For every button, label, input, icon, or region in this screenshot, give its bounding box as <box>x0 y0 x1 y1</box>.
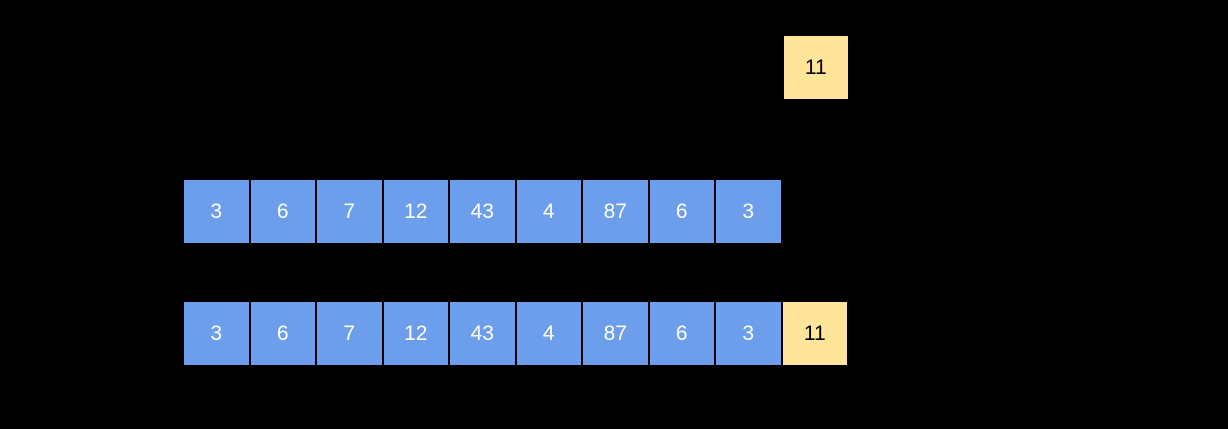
array-cell: 6 <box>648 179 715 244</box>
array-cell: 12 <box>382 179 449 244</box>
array-cell: 3 <box>715 179 782 244</box>
array-cell: 3 <box>183 179 250 244</box>
array-cell: 4 <box>515 301 582 366</box>
new-element-box: 11 <box>783 35 849 100</box>
array-cell: 3 <box>715 301 782 366</box>
array-cell: 43 <box>449 301 516 366</box>
appended-cell: 11 <box>781 301 848 366</box>
array-cell: 6 <box>249 179 316 244</box>
array-cell: 7 <box>316 179 383 244</box>
array-cell: 87 <box>582 301 649 366</box>
array-cell: 6 <box>249 301 316 366</box>
array-cell: 4 <box>515 179 582 244</box>
array-cell: 12 <box>382 301 449 366</box>
array-cell: 3 <box>183 301 250 366</box>
array-cell: 87 <box>582 179 649 244</box>
array-cell: 43 <box>449 179 516 244</box>
array-cell: 6 <box>648 301 715 366</box>
array-cell: 7 <box>316 301 383 366</box>
